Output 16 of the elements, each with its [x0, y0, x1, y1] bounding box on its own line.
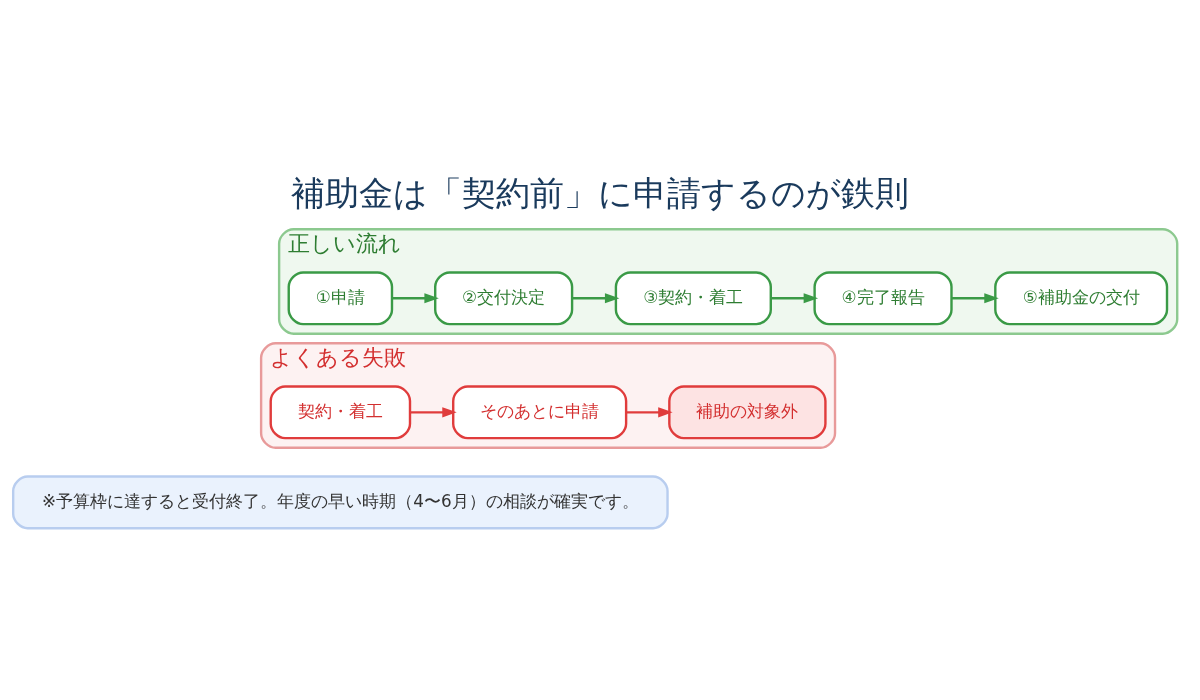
arrow — [951, 292, 999, 303]
arrow — [392, 292, 439, 303]
arrow — [771, 292, 819, 303]
node-box: ※予算枠に達すると受付終了。年度の早い時期（4〜6月）の相談が確実です。 — [12, 474, 669, 529]
node-box: 契約・着工 — [269, 384, 412, 439]
node-box: そのあとに申請 — [452, 384, 628, 439]
node-box: ②交付決定 — [434, 270, 574, 325]
node-box: ③契約・着工 — [614, 270, 772, 325]
node-box: ⑤補助金の交付 — [994, 270, 1169, 325]
arrow — [410, 406, 457, 417]
node-box: ④完了報告 — [813, 270, 953, 325]
arrow — [626, 406, 673, 417]
diagram-title: 補助金は「契約前」に申請するのが鉄則 — [291, 173, 909, 212]
node-box: 補助の対象外 — [668, 384, 827, 439]
node-box: ①申請 — [287, 270, 394, 325]
arrow — [572, 292, 620, 303]
